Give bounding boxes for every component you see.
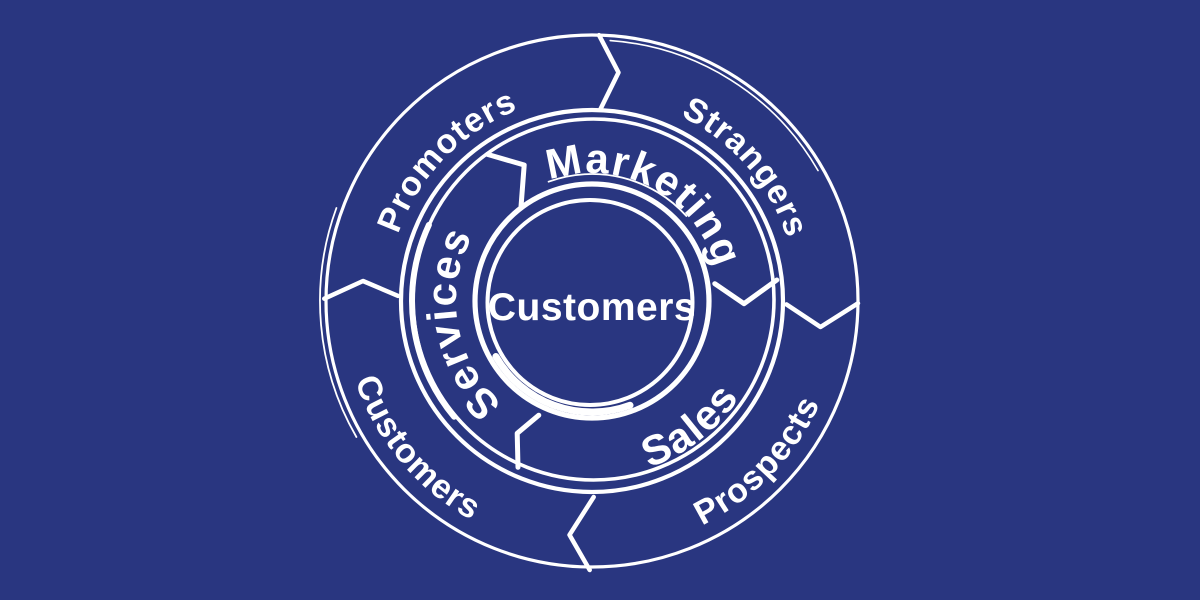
outer-ring-divider-bottom — [567, 494, 596, 573]
outer-ring-label-customers: Customers — [347, 370, 487, 528]
inner-ring-divider-marketing-sales — [712, 277, 780, 307]
inner-ring-divider-services-marketing — [485, 151, 527, 210]
center-circle-sketch-line-top — [547, 173, 688, 217]
center-circle-inner-stroke — [485, 198, 695, 407]
inner-ring-divider-sales-services — [514, 412, 542, 470]
outer-circle-sketch-line-topright — [609, 39, 819, 172]
center-label-customers: Customers — [488, 286, 696, 329]
outer-circle-sketch-line-left — [319, 207, 358, 438]
center-circle-ink-blob-bottom — [492, 353, 634, 416]
ring-boundary-outer-stroke — [398, 107, 786, 495]
ring-boundary-ink-blob-left — [409, 221, 458, 420]
outer-ring-divider-top — [596, 32, 621, 112]
outer-circle-thick-accent — [324, 276, 570, 568]
outer-ring-divider-right — [784, 301, 861, 330]
outer-ring-divider-left — [322, 278, 401, 301]
inner-ring-label-sales: Sales — [634, 374, 747, 476]
center-circle-outer-stroke — [472, 181, 712, 421]
